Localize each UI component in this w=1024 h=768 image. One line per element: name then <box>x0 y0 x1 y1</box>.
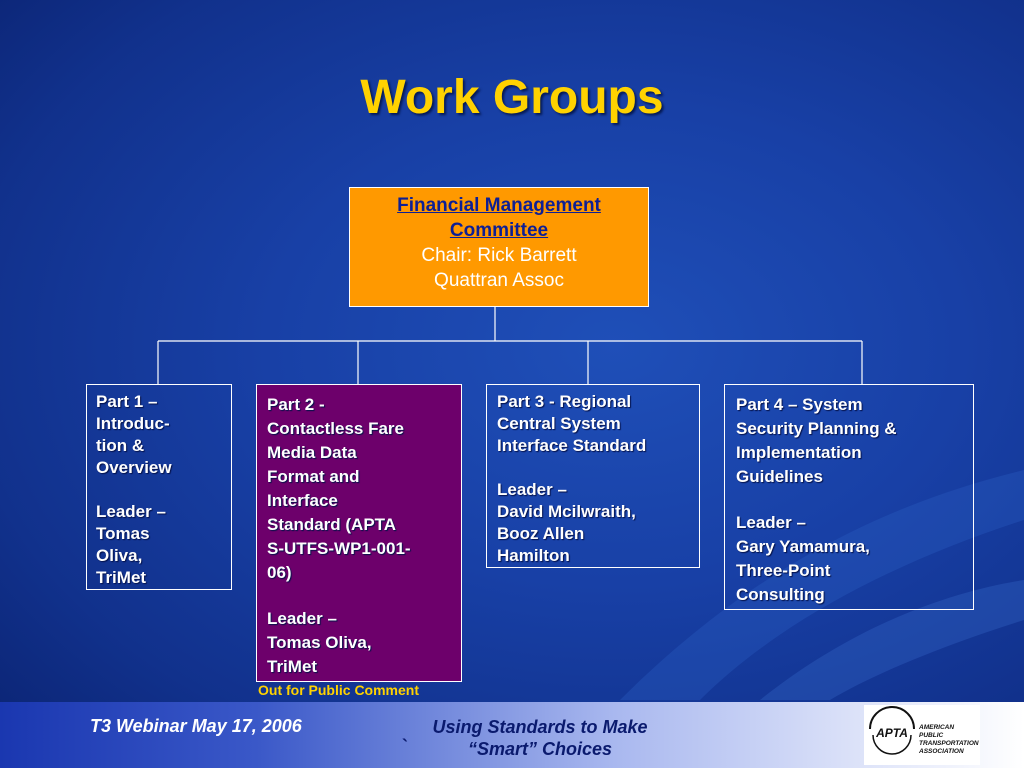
part4-line: Implementation <box>736 443 862 462</box>
part4-leader: Consulting <box>736 585 825 604</box>
part1-leader: Oliva, <box>96 546 143 565</box>
part1-box: Part 1 – Introduc- tion & Overview Leade… <box>86 384 232 590</box>
part2-leader: Leader – <box>267 609 337 628</box>
public-comment-note: Out for Public Comment <box>258 682 419 698</box>
part3-leader: Hamilton <box>497 546 570 565</box>
logo-text-line: ASSOCIATION <box>919 748 964 755</box>
logo-text-line: TRANSPORTATION <box>919 740 979 747</box>
root-line1: Financial Management <box>397 195 601 216</box>
part1-line: Part 1 – <box>96 392 158 411</box>
part4-leader: Three-Point <box>736 561 831 580</box>
part2-line: Standard (APTA <box>267 515 397 534</box>
root-org: Quattran Assoc <box>434 270 564 291</box>
part2-line: Interface <box>267 491 338 510</box>
part4-leader: Leader – <box>736 513 806 532</box>
part3-line: Part 3 - Regional <box>497 392 632 411</box>
part2-leader: TriMet <box>267 657 318 676</box>
part4-line: Security Planning & <box>736 419 897 438</box>
part2-line: Part 2 - <box>267 395 325 414</box>
footer-bar <box>0 702 1024 768</box>
part3-leader: Booz Allen <box>497 524 585 543</box>
part4-leader: Gary Yamamura, <box>736 537 870 556</box>
part1-line: tion & <box>96 436 145 455</box>
apta-logo-mark: APTA <box>875 726 908 740</box>
part1-leader: TriMet <box>96 568 147 587</box>
logo-text-line: AMERICAN <box>919 724 955 731</box>
part2-line: S-UTFS-WP1-001- <box>267 539 411 558</box>
root-committee-box: Financial Management Committee Chair: Ri… <box>349 187 649 307</box>
logo-text-line: PUBLIC <box>919 732 944 739</box>
part3-box: Part 3 - Regional Central System Interfa… <box>486 384 700 568</box>
part3-line: Central System <box>497 414 621 433</box>
footer-tagline-line1: Using Standards to Make <box>432 717 648 737</box>
part4-line: Guidelines <box>736 467 823 486</box>
part2-box: Part 2 - Contactless Fare Media Data For… <box>256 384 462 682</box>
root-line2: Committee <box>449 220 549 241</box>
apta-logo: APTA <box>864 705 980 765</box>
root-chair: Chair: Rick Barrett <box>421 245 577 266</box>
part1-leader: Leader – <box>96 502 166 521</box>
part1-line: Introduc- <box>96 414 170 433</box>
slide-title: Work Groups <box>360 71 664 124</box>
apta-logo-text: AMERICAN PUBLIC TRANSPORTATION ASSOCIATI… <box>919 724 979 756</box>
part2-line: Media Data <box>267 443 357 462</box>
part2-line: Contactless Fare <box>267 419 404 438</box>
part1-line: Overview <box>96 458 172 477</box>
part2-leader: Tomas Oliva, <box>267 633 372 652</box>
part4-line: Part 4 – System <box>736 395 863 414</box>
footer-tagline-line2: “Smart” Choices <box>467 739 613 759</box>
part4-box: Part 4 – System Security Planning & Impl… <box>724 384 974 610</box>
part2-line: 06) <box>267 563 292 582</box>
part3-leader: David Mcilwraith, <box>497 502 636 521</box>
part3-line: Interface Standard <box>497 436 647 455</box>
part3-leader: Leader – <box>497 480 567 499</box>
part1-leader: Tomas <box>96 524 150 543</box>
footer-tagline: Using Standards to Make “Smart” Choices <box>400 716 680 760</box>
footer-stray-mark: ` <box>402 736 408 756</box>
footer-event: T3 Webinar May 17, 2006 <box>90 716 302 736</box>
apta-logo-icon: APTA <box>869 706 915 755</box>
part2-line: Format and <box>267 467 360 486</box>
